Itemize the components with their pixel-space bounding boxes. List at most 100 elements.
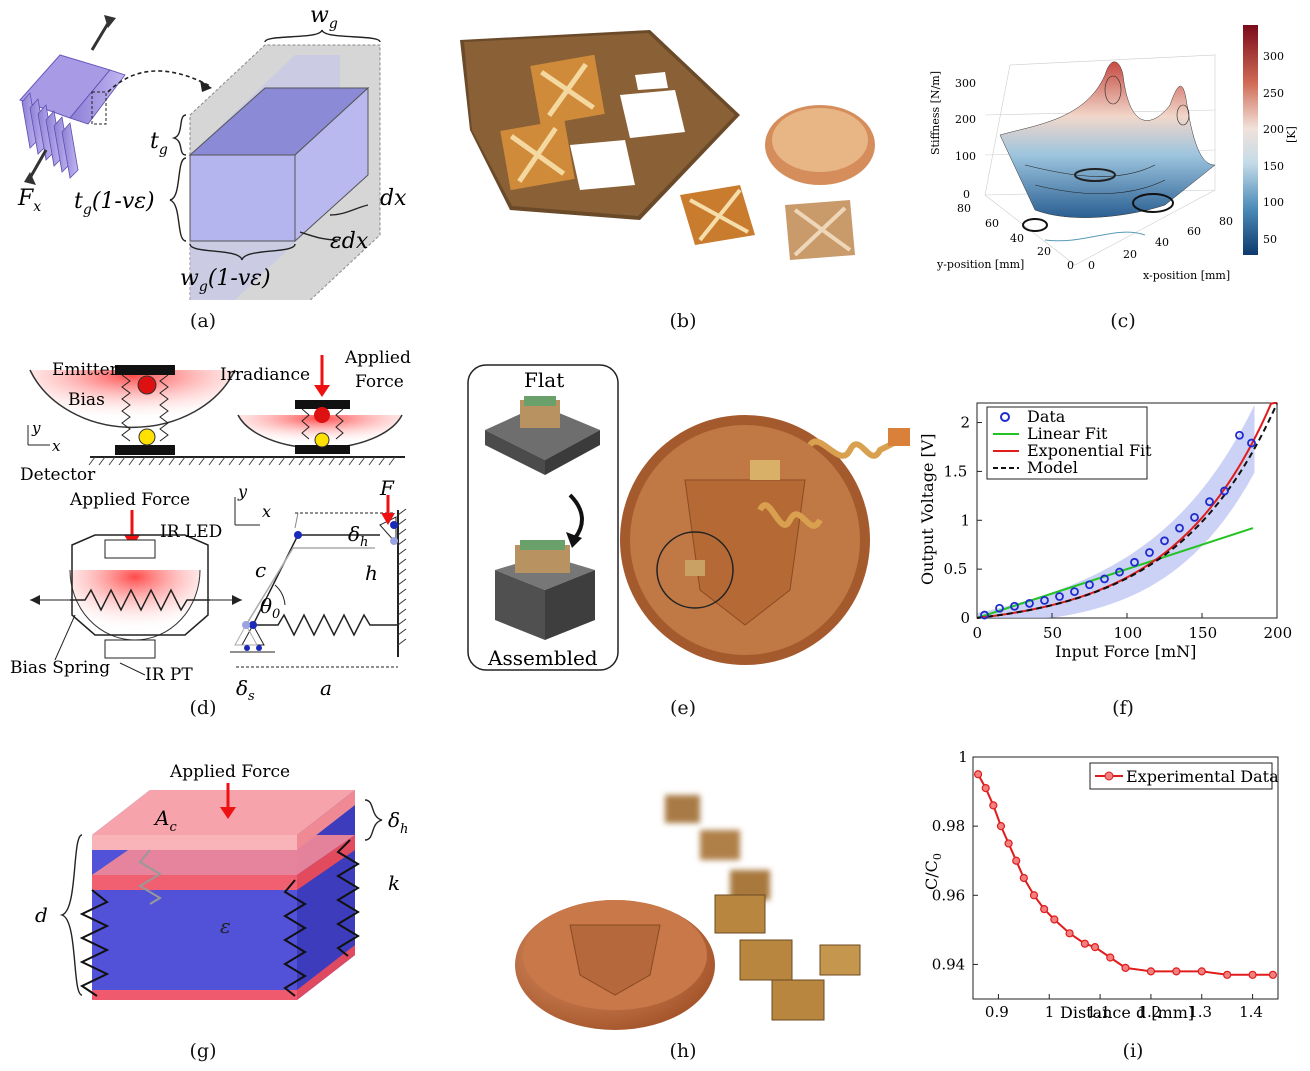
d-top-labels: Emitter Irradiance Bias Detector Applied… bbox=[20, 348, 411, 485]
panel-b-photo bbox=[460, 30, 875, 260]
i-legend: Experimental Data bbox=[1089, 762, 1279, 790]
c-xticks: 0 20 40 60 80 bbox=[1088, 215, 1233, 272]
legend-linear: Linear Fit bbox=[1027, 424, 1108, 443]
f-ytick: 0 bbox=[961, 609, 971, 627]
f-xtick: 100 bbox=[1114, 624, 1143, 642]
f-ytick: 1.5 bbox=[944, 462, 968, 480]
svg-text:a: a bbox=[320, 676, 332, 700]
springs bbox=[79, 839, 360, 997]
caption-a: (a) bbox=[189, 310, 217, 332]
svg-text:50: 50 bbox=[1263, 233, 1277, 246]
legend-model: Model bbox=[1027, 458, 1078, 477]
wg-reduced-label: wg(1-vε) bbox=[180, 266, 271, 295]
g-ac: Ac bbox=[153, 806, 177, 835]
i-ytick: 0.98 bbox=[932, 817, 965, 835]
d-geom-labels: c h a θ0 δh δs bbox=[236, 522, 378, 704]
i-data-point bbox=[1050, 915, 1059, 924]
i-data-point bbox=[1012, 856, 1021, 865]
i-data-point bbox=[973, 770, 983, 779]
i-ylabel: C/C0 bbox=[922, 853, 944, 890]
f-ylabel: Output Voltage [V] bbox=[918, 433, 937, 585]
svg-text:150: 150 bbox=[1263, 160, 1284, 173]
f-data-point bbox=[1175, 523, 1184, 533]
top-plate bbox=[92, 835, 297, 850]
sensor-chain bbox=[714, 894, 861, 1021]
f-data-points bbox=[980, 430, 1256, 620]
c-zlabel: Stiffness [N/m] bbox=[929, 71, 942, 155]
i-axes-frame bbox=[972, 756, 1279, 1000]
f-ytick: 2 bbox=[961, 414, 971, 432]
f-data-point bbox=[1247, 438, 1256, 448]
axes-small-2: y x bbox=[234, 482, 271, 526]
svg-text:IR LED: IR LED bbox=[160, 522, 222, 542]
i-data-point bbox=[981, 784, 990, 793]
i-ytick: 0.96 bbox=[932, 886, 965, 904]
d-F: F bbox=[379, 476, 395, 500]
sensor-chip-2 bbox=[785, 200, 855, 260]
f-data-point bbox=[1085, 580, 1094, 590]
g-delta-h: δh bbox=[388, 808, 408, 837]
i-data-point bbox=[1223, 970, 1232, 979]
fx-label: Fx bbox=[17, 186, 41, 215]
i-data-point bbox=[1004, 839, 1013, 848]
f-data-point bbox=[1100, 574, 1109, 584]
i-xtick: 1.2 bbox=[1137, 1003, 1161, 1021]
i-data-point bbox=[1029, 891, 1039, 900]
edx-label: εdx bbox=[330, 229, 369, 254]
dx-label: dx bbox=[380, 186, 407, 211]
i-ytick: 1 bbox=[958, 748, 968, 766]
cbar-ticks: 300 250 200 150 100 50 bbox=[1263, 50, 1284, 246]
svg-text:h: h bbox=[365, 561, 378, 585]
svg-text:x: x bbox=[262, 502, 271, 521]
svg-text:θ0: θ0 bbox=[260, 594, 280, 622]
flat-device bbox=[485, 396, 600, 475]
f-data-point bbox=[1010, 601, 1019, 611]
svg-text:Force: Force bbox=[355, 372, 404, 392]
svg-text:40: 40 bbox=[1010, 232, 1024, 245]
i-ytick: 0.94 bbox=[932, 955, 965, 973]
svg-text:0: 0 bbox=[1067, 259, 1074, 272]
c-xlabel: x-position [mm] bbox=[1143, 269, 1230, 282]
svg-text:80: 80 bbox=[957, 202, 971, 215]
f-xlabel: Input Force [mN] bbox=[1055, 642, 1196, 661]
i-data-point bbox=[1248, 970, 1257, 979]
f-linear-fit-line bbox=[976, 527, 1254, 619]
caption-h: (h) bbox=[669, 1040, 697, 1062]
svg-text:Emitter: Emitter bbox=[52, 360, 119, 380]
i-data-point bbox=[1268, 970, 1278, 979]
panel-e-photo: Flat Assembled bbox=[467, 364, 910, 671]
g-applied-force: Applied Force bbox=[169, 762, 290, 782]
axes-small-1: y x bbox=[27, 419, 61, 455]
i-data-point bbox=[996, 822, 1006, 831]
panel-d-diagram: Emitter Irradiance Bias Detector Applied… bbox=[10, 348, 411, 704]
g-d: d bbox=[35, 903, 48, 927]
svg-text:Irradiance: Irradiance bbox=[220, 365, 310, 385]
i-data-point bbox=[989, 801, 998, 810]
f-model-line bbox=[976, 403, 1278, 619]
caption-g: (g) bbox=[189, 1040, 217, 1062]
i-xtick: 1.1 bbox=[1087, 1003, 1111, 1021]
irradiance-cup-left bbox=[29, 369, 236, 429]
f-data-point bbox=[1040, 596, 1049, 605]
f-data-point bbox=[1205, 497, 1214, 507]
caption-b: (b) bbox=[669, 310, 697, 332]
f-data-point bbox=[1190, 512, 1199, 522]
svg-text:100: 100 bbox=[1263, 196, 1284, 209]
bottom-plate bbox=[92, 875, 297, 890]
i-data-point bbox=[1197, 967, 1206, 976]
panel-a-diagram: Fx wg tg tg(1-vε) wg(1-vε) dx εdx bbox=[17, 3, 407, 300]
svg-text:80: 80 bbox=[1219, 215, 1233, 228]
i-xtick: 1 bbox=[1045, 1003, 1055, 1021]
panel-g-diagram: ε Ac Applied Force δh k d bbox=[35, 762, 408, 1000]
svg-text:0: 0 bbox=[963, 188, 970, 201]
g-eps: ε bbox=[220, 914, 231, 938]
f-legend: Data Linear Fit Exponential Fit Model bbox=[986, 406, 1152, 480]
colorbar bbox=[1243, 25, 1258, 255]
comb-structure bbox=[19, 54, 126, 179]
assembled-device bbox=[495, 540, 595, 640]
label-assembled: Assembled bbox=[487, 646, 598, 670]
svg-text:Applied: Applied bbox=[344, 348, 411, 368]
c-ylabel: y-position [mm] bbox=[936, 258, 1024, 271]
